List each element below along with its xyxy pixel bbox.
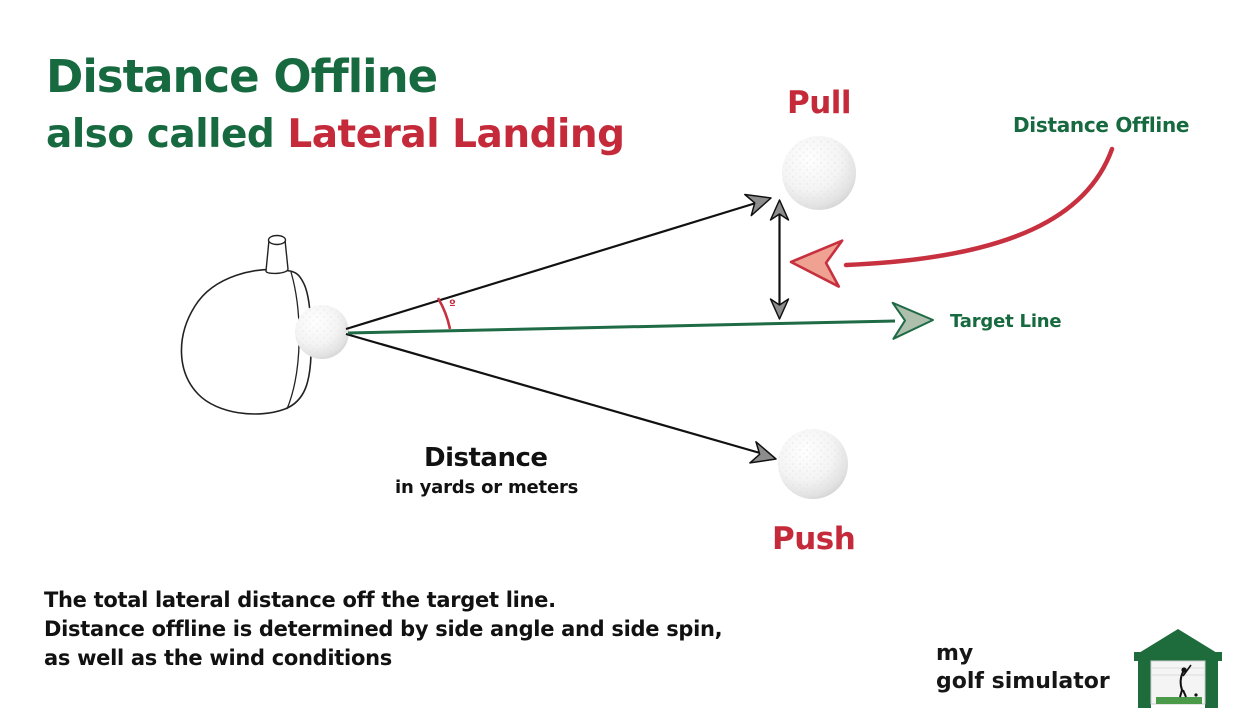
description-paragraph: The total lateral distance off the targe…: [44, 586, 723, 673]
logo-text-line2: golf simulator: [936, 669, 1110, 694]
description-line-1: The total lateral distance off the targe…: [44, 588, 556, 612]
subtitle-highlight: Lateral Landing: [287, 112, 625, 157]
club-hosel: [265, 239, 289, 275]
pull-label: Pull: [787, 85, 852, 121]
push-ball: [778, 429, 848, 499]
push-flight-arrow: [345, 332, 777, 464]
description-line-2: Distance offline is determined by side a…: [44, 617, 723, 641]
page-subtitle: also called Lateral Landing: [46, 112, 625, 157]
logo-house-icon: [1134, 629, 1222, 708]
angle-degree-symbol: º: [449, 297, 456, 311]
distance-label: Distance: [424, 443, 548, 473]
side-angle-arc: [436, 297, 452, 330]
pull-flight-arrow: [345, 193, 772, 331]
golf-club-head: [180, 234, 313, 415]
distance-offline-callout-arrow: [789, 146, 1115, 288]
distance-unit-label: in yards or meters: [395, 477, 579, 498]
logo-text-line1: my: [936, 641, 974, 666]
target-line-arrow: [347, 301, 934, 340]
struck-ball: [295, 305, 349, 359]
page-title: Distance Offline: [46, 50, 438, 103]
target-line-label: Target Line: [950, 311, 1062, 332]
golfer-silhouette: [1179, 664, 1198, 698]
pull-ball: [782, 136, 856, 210]
description-line-3: as well as the wind conditions: [44, 646, 392, 670]
offline-distance-double-arrow: [769, 199, 790, 320]
push-label: Push: [772, 521, 856, 557]
subtitle-prefix: also called: [46, 112, 288, 157]
distance-offline-label: Distance Offline: [1013, 113, 1190, 137]
